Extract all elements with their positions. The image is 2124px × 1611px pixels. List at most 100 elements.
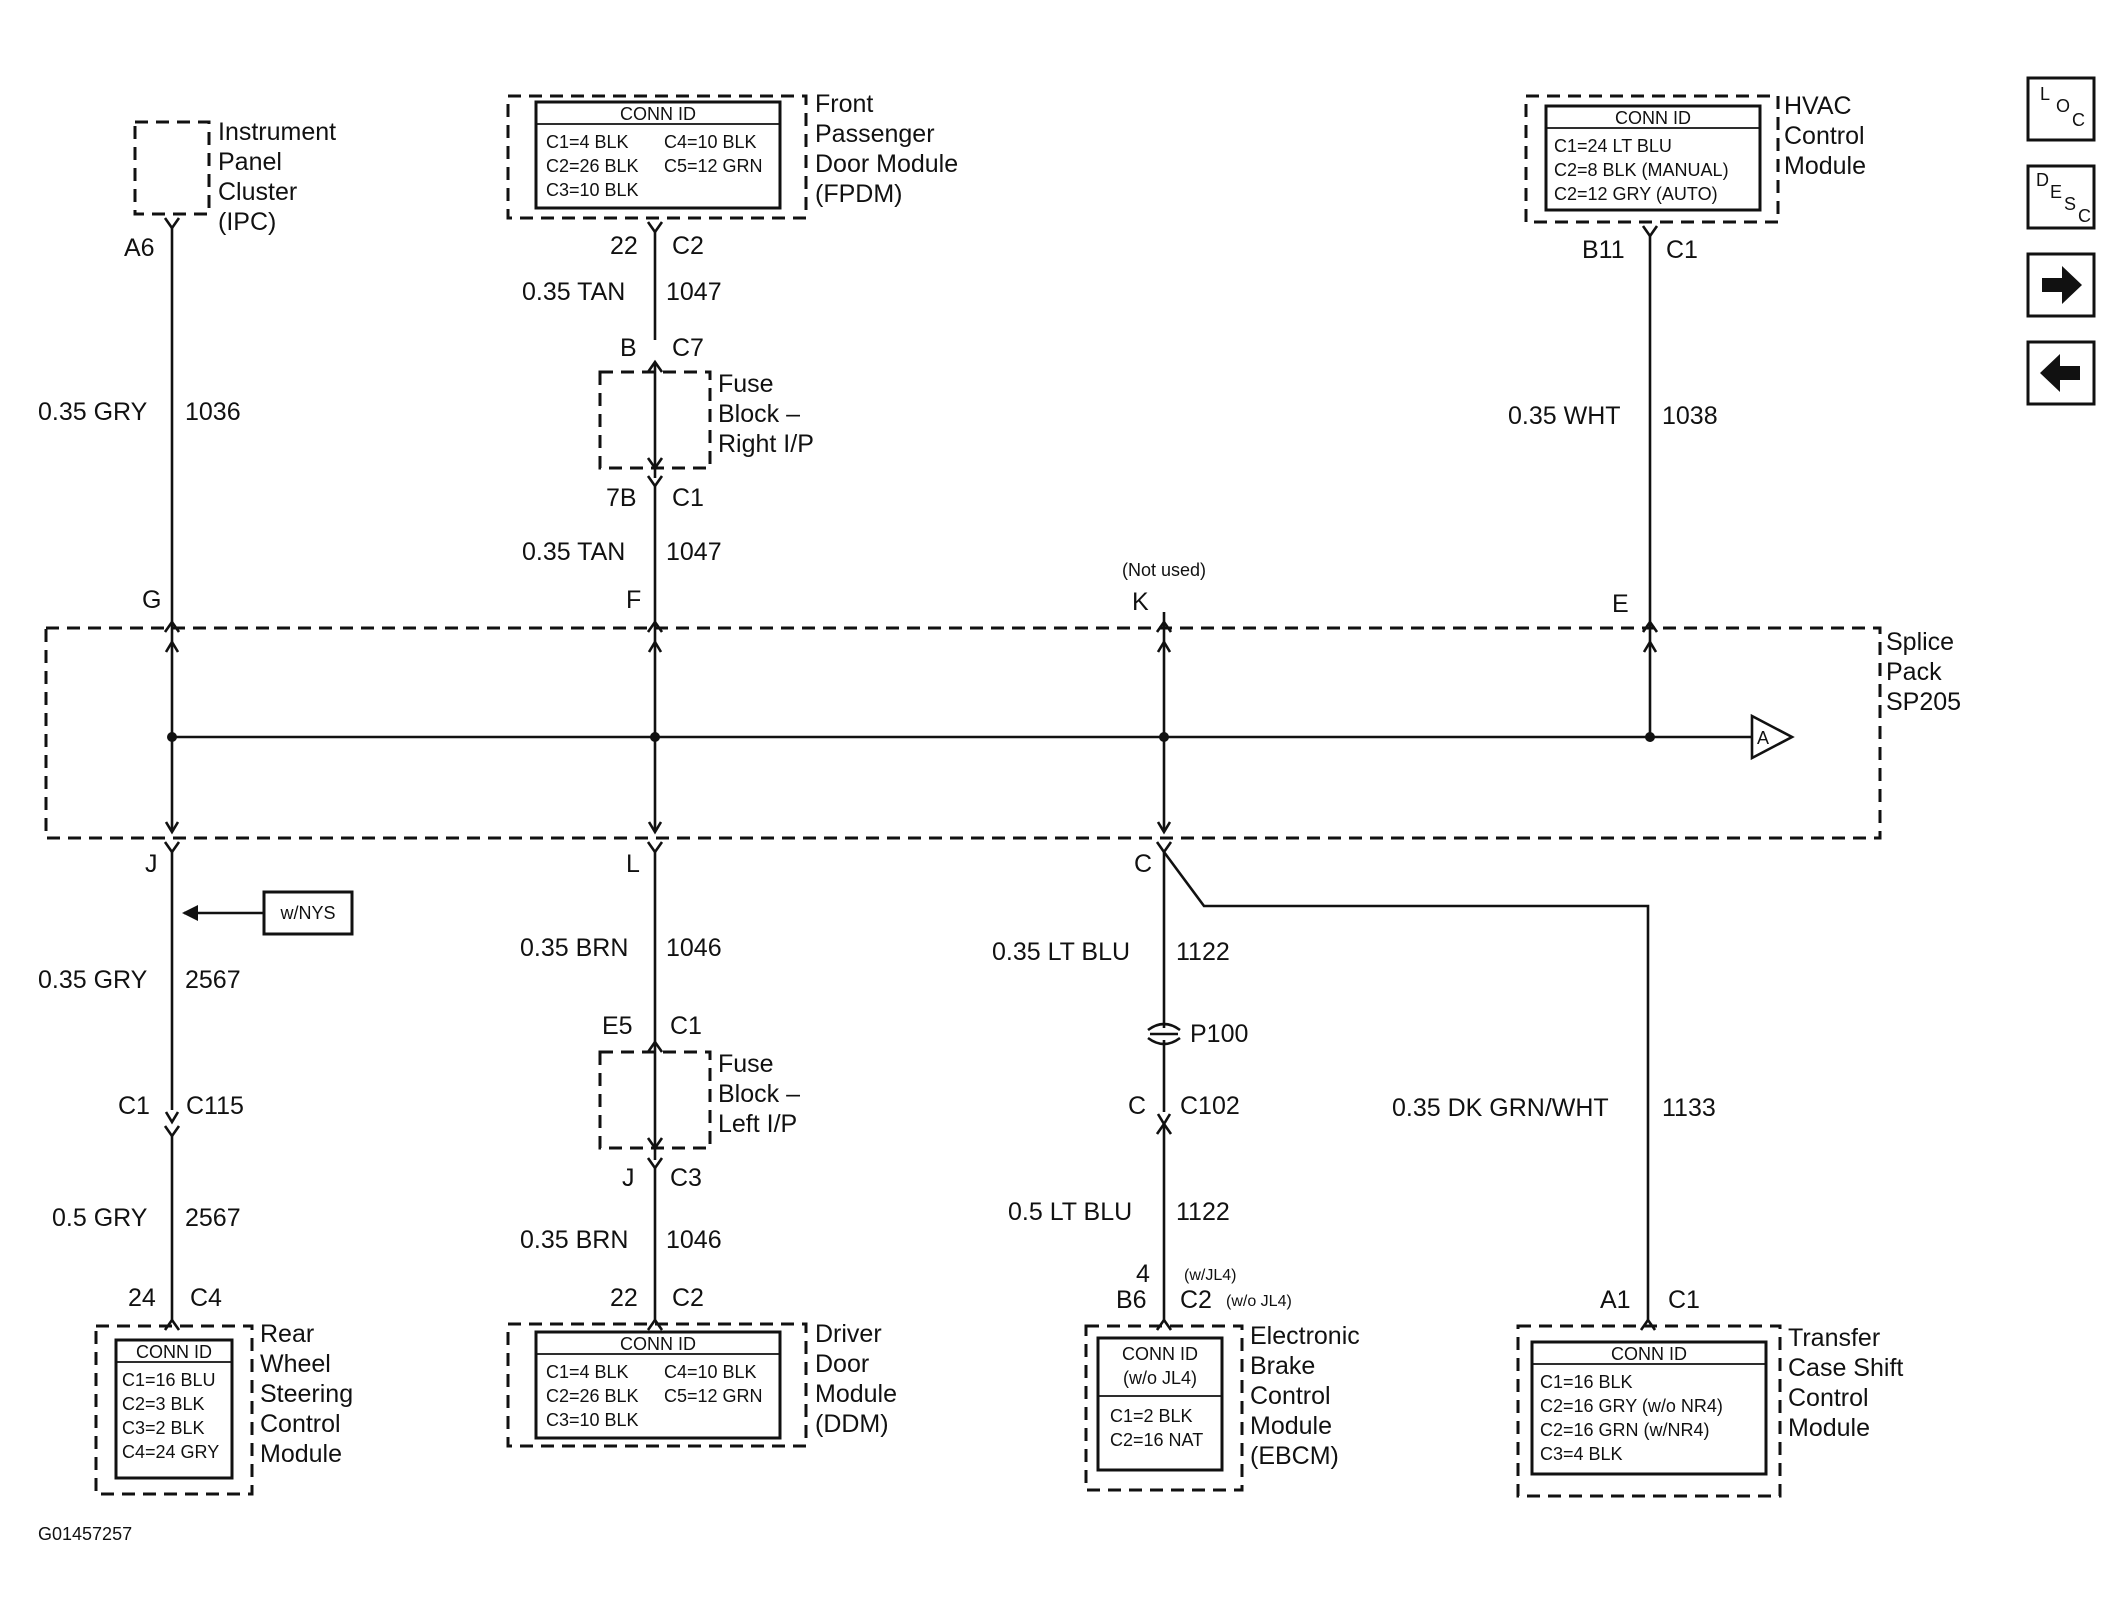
rws-conn-title: CONN ID [136, 1342, 212, 1362]
rws-conn-c1: C1=16 BLU [122, 1370, 216, 1390]
hvac-component: CONN ID C1=24 LT BLU C2=8 BLK (MANUAL) C… [1524, 92, 1866, 264]
tcsc-outline [1516, 1324, 1782, 1498]
rws-name-1: Rear [260, 1320, 314, 1348]
tcsc-name-1: Transfer [1788, 1324, 1880, 1352]
ddm-conn-c5: C5=12 GRN [664, 1386, 763, 1406]
ipc-component: Instrument Panel Cluster (IPC) A6 [124, 118, 336, 262]
loc-letter-2: O [2056, 96, 2070, 116]
ebcm-name-4: Module [1250, 1412, 1332, 1440]
hvac-conn-c1: C1=24 LT BLU [1554, 136, 1672, 156]
hvac-conn-c2a: C2=8 BLK (MANUAL) [1554, 160, 1729, 180]
splice-ref-triangle [1750, 713, 1795, 761]
nys-option: w/NYS [182, 890, 354, 936]
loc-letter-3: C [2072, 110, 2085, 130]
tcsc-wire [1162, 851, 1650, 1322]
ebcm-wire1-gauge: 0.35 LT BLU [992, 938, 1130, 966]
desc-button[interactable]: D E S C [2026, 164, 2096, 230]
rws-component: 24 C4 CONN ID C1=16 BLU C2=3 BLK C3=2 BL… [94, 1284, 353, 1496]
ebcm-conn-title-2: (w/o JL4) [1123, 1368, 1197, 1388]
fpdm-connector-symbol [646, 221, 664, 235]
hvac-name-1: HVAC [1784, 92, 1852, 120]
ddm-name-4: (DDM) [815, 1410, 889, 1438]
tcsc-name-2: Case Shift [1788, 1354, 1903, 1382]
fpdm-wire2-gauge: 0.35 TAN [522, 538, 625, 566]
loc-button[interactable]: L O C [2026, 76, 2096, 142]
tcsc-pin: A1 [1600, 1286, 1631, 1314]
ipc-outline [133, 120, 211, 216]
rws-outline [94, 1324, 254, 1496]
ebcm-pin-a: 4 [1136, 1260, 1150, 1288]
p100-splice: P100 [1147, 1020, 1248, 1048]
tcsc-conn-c2b: C2=16 GRN (w/NR4) [1540, 1420, 1710, 1440]
ddm-conn-box [534, 1330, 782, 1440]
ebcm-conn-c1: C1=2 BLK [1110, 1406, 1193, 1426]
rws-pin: 24 [128, 1284, 156, 1312]
tcsc-conn-c1: C1=16 BLK [1540, 1372, 1633, 1392]
splice-pin-g: G [142, 586, 161, 614]
fpdm-conn-c5: C5=12 GRN [664, 156, 763, 176]
ddm-conn-title: CONN ID [620, 1334, 696, 1354]
fuse-right-name-2: Block – [718, 400, 800, 428]
rws-name-3: Steering [260, 1380, 353, 1408]
fpdm-conn-c2: C2=26 BLK [546, 156, 639, 176]
splice-not-used: (Not used) [1122, 560, 1206, 580]
rws-conn-c4: C4=24 GRY [122, 1442, 219, 1462]
rws-wire2-circuit: 2567 [185, 1204, 241, 1232]
ipc-connector-symbol [163, 217, 181, 231]
fpdm-conn: C2 [672, 232, 704, 260]
ebcm-name-1: Electronic [1250, 1322, 1360, 1350]
fpdm-conn-c3: C3=10 BLK [546, 180, 639, 200]
ipc-wire-gauge: 0.35 GRY [38, 398, 148, 426]
ddm-wire1-circuit: 1046 [666, 934, 722, 962]
hvac-outline [1524, 94, 1780, 224]
ipc-name-3: Cluster [218, 178, 297, 206]
ebcm-conn-title-1: CONN ID [1122, 1344, 1198, 1364]
ebcm-note-b: (w/o JL4) [1226, 1293, 1292, 1310]
hvac-conn-title: CONN ID [1615, 108, 1691, 128]
splice-pin-e: E [1612, 590, 1629, 618]
ebcm-pin-b: B6 [1116, 1286, 1147, 1314]
c102-pin: C [1128, 1092, 1146, 1120]
rws-name-2: Wheel [260, 1350, 331, 1378]
fuse-left-conn-top: C1 [670, 1012, 702, 1040]
prev-button[interactable] [2026, 340, 2096, 406]
ddm-component: 22 C2 CONN ID C1=4 BLK C4=10 BLK C2=26 B… [506, 1284, 897, 1448]
fpdm-conn-c4: C4=10 BLK [664, 132, 757, 152]
splice-pin-j: J [145, 850, 158, 878]
ipc-name-4: (IPC) [218, 208, 276, 236]
fpdm-name-4: (FPDM) [815, 180, 902, 208]
ddm-wire2-gauge: 0.35 BRN [520, 1226, 628, 1254]
ebcm-component: 4 (w/JL4) B6 C2 (w/o JL4) CONN ID (w/o J… [1084, 1260, 1360, 1492]
fpdm-component: CONN ID C1=4 BLK C4=10 BLK C2=26 BLK C5=… [506, 90, 958, 260]
ebcm-wire1-circuit: 1122 [1176, 938, 1230, 966]
desc-letter-3: S [2064, 194, 2076, 214]
rws-name-5: Module [260, 1440, 342, 1468]
ddm-conn-c3: C3=10 BLK [546, 1410, 639, 1430]
hvac-conn-box [1544, 104, 1762, 212]
next-button[interactable] [2026, 252, 2096, 318]
splice-pack-outline [44, 626, 1882, 840]
ddm-outline [506, 1322, 808, 1448]
ipc-pin: A6 [124, 234, 155, 262]
fuse-left-conn-bot: C3 [670, 1164, 702, 1192]
fpdm-name-1: Front [815, 90, 873, 118]
loc-letter-1: L [2040, 84, 2050, 104]
ddm-wire1-gauge: 0.35 BRN [520, 934, 628, 962]
desc-letter-4: C [2078, 206, 2091, 226]
fuse-left-name-2: Block – [718, 1080, 800, 1108]
tcsc-wire-circuit: 1133 [1662, 1094, 1716, 1122]
splice-name-2: Pack [1886, 658, 1942, 686]
splice-name-3: SP205 [1886, 688, 1961, 716]
ddm-name-3: Module [815, 1380, 897, 1408]
ddm-conn: C2 [672, 1284, 704, 1312]
tcsc-wire-gauge: 0.35 DK GRN/WHT [1392, 1094, 1609, 1122]
tcsc-component: A1 C1 CONN ID C1=16 BLK C2=16 GRY (w/o N… [1516, 1286, 1903, 1498]
hvac-wire-circuit: 1038 [1662, 402, 1718, 430]
hvac-conn: C1 [1666, 236, 1698, 264]
fpdm-conn-title: CONN ID [620, 104, 696, 124]
ddm-name-1: Driver [815, 1320, 882, 1348]
splice-pin-k: K [1132, 588, 1149, 616]
fpdm-name-3: Door Module [815, 150, 958, 178]
fpdm-outline [506, 94, 808, 220]
